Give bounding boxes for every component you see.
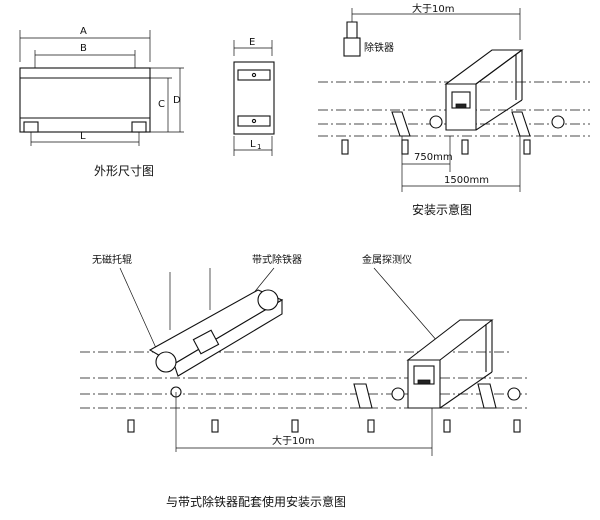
combined-diagram: 无磁托辊 带式除铁器 金属探测仪 bbox=[80, 253, 530, 456]
dim-l1-subscript: 1 bbox=[257, 143, 261, 151]
device-label: 除铁器 bbox=[364, 41, 394, 54]
dim-d-label: D bbox=[173, 95, 181, 106]
caption-combined: 与带式除铁器配套使用安装示意图 bbox=[166, 494, 346, 509]
right-roller-support bbox=[511, 111, 565, 137]
left-roller-support bbox=[391, 111, 443, 137]
dim-l1-label: L bbox=[250, 139, 256, 150]
caption-installation: 安装示意图 bbox=[412, 202, 472, 217]
caption-outline-dimensions: 外形尺寸图 bbox=[94, 164, 154, 178]
side-view: E L 1 bbox=[233, 37, 275, 156]
dim-1500-label: 1500mm bbox=[444, 175, 489, 186]
dim-a-label: A bbox=[80, 26, 87, 37]
dim-b-label: B bbox=[80, 43, 87, 54]
dim-l-label: L bbox=[80, 131, 86, 142]
label-belt-separator: 带式除铁器 bbox=[252, 253, 302, 266]
dim-750-label: 750mm bbox=[414, 152, 453, 163]
span-label-bottom: 大于10m bbox=[272, 434, 314, 447]
label-metal-detector: 金属探测仪 bbox=[362, 253, 412, 266]
span-label-top: 大于10m bbox=[412, 2, 454, 15]
dim-e-label: E bbox=[249, 37, 255, 48]
install-diagram: 大于10m 除铁器 bbox=[318, 2, 590, 192]
label-nonmagnetic-roller: 无磁托辊 bbox=[92, 253, 132, 266]
dim-c-label: C bbox=[158, 99, 165, 110]
front-view: A B C D L bbox=[19, 26, 184, 146]
